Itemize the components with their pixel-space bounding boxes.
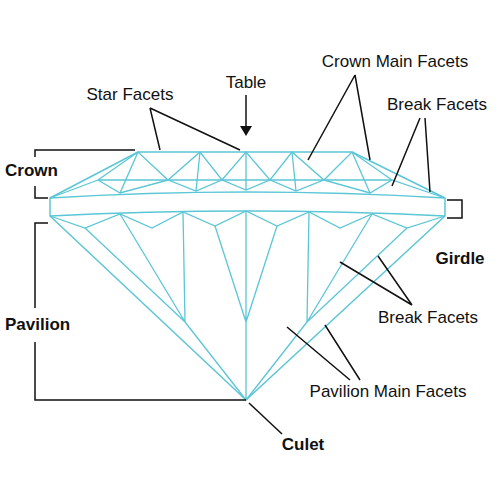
part-label: Pavilion Main Facets: [310, 382, 467, 402]
pavilion-facets: [50, 211, 445, 400]
crown-facets: [50, 152, 445, 198]
diamond-outline: [50, 152, 445, 400]
leader-lines: [35, 75, 462, 434]
section-label: Pavilion: [5, 315, 70, 335]
section-label: Girdle: [435, 249, 484, 269]
part-label: Star Facets: [87, 85, 174, 105]
part-label: Crown Main Facets: [322, 52, 468, 72]
part-label: Break Facets: [387, 95, 487, 115]
part-label: Table: [226, 73, 267, 93]
section-label: Crown: [5, 161, 58, 181]
arrow-head: [240, 126, 252, 136]
part-label: Break Facets: [378, 308, 478, 328]
section-label: Culet: [282, 435, 325, 455]
